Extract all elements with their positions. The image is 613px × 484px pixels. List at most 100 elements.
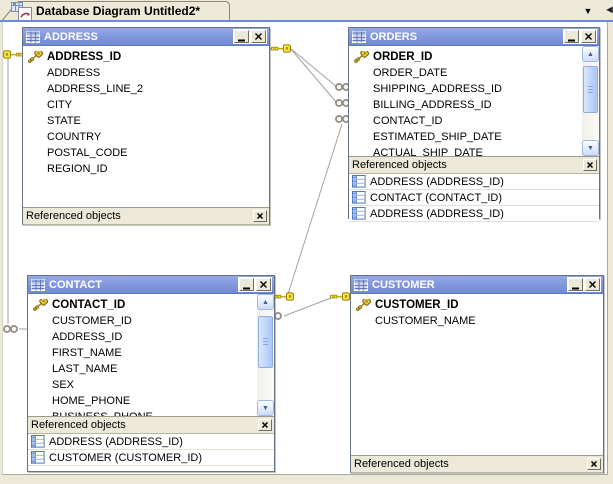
table-icon <box>352 191 366 204</box>
table-icon <box>352 30 366 43</box>
window-title: ORDERS <box>370 30 418 43</box>
minimize-icon <box>572 287 579 290</box>
referenced-objects-bar: Referenced objects <box>23 207 269 225</box>
table-icon <box>352 207 366 220</box>
close-icon <box>255 33 262 40</box>
vertical-scrollbar[interactable]: ▲ ▼ <box>582 46 599 156</box>
close-button[interactable] <box>251 30 266 43</box>
close-icon <box>591 461 597 467</box>
scroll-down-button[interactable]: ▼ <box>257 400 274 416</box>
close-icon <box>585 33 592 40</box>
scroll-up-button[interactable]: ▲ <box>257 294 274 310</box>
table-window-contact: CONTACT CONTACT_ID CUSTOMER_ID ADDRESS_I… <box>27 275 275 472</box>
close-icon <box>257 213 263 219</box>
scrollbar-thumb[interactable] <box>258 316 273 368</box>
titlebar-customer[interactable]: CUSTOMER <box>351 276 603 294</box>
referenced-object-row[interactable]: ADDRESS (ADDRESS_ID) <box>349 206 599 222</box>
table-icon <box>31 278 45 291</box>
field-row[interactable]: SHIPPING_ADDRESS_ID <box>373 83 502 95</box>
close-icon <box>587 162 593 168</box>
table-window-customer: CUSTOMER CUSTOMER_ID CUSTOMER_NAME Refer… <box>350 275 604 473</box>
field-row[interactable]: HOME_PHONE <box>52 395 131 407</box>
tab-list-dropdown-icon[interactable]: ▼ <box>583 6 593 16</box>
field-row[interactable]: ADDRESS_ID <box>23 49 269 65</box>
titlebar-contact[interactable]: CONTACT <box>28 276 274 294</box>
titlebar-address[interactable]: ADDRESS <box>23 28 269 46</box>
field-row[interactable]: ESTIMATED_SHIP_DATE <box>373 131 502 143</box>
referenced-objects-list: ADDRESS (ADDRESS_ID) CONTACT (CONTACT_ID… <box>349 174 599 222</box>
close-referenced-button[interactable] <box>253 210 267 222</box>
minimize-icon <box>243 287 250 290</box>
field-row[interactable]: REGION_ID <box>47 163 108 175</box>
referenced-object-row[interactable]: ADDRESS (ADDRESS_ID) <box>349 174 599 190</box>
field-row[interactable]: CITY <box>47 99 73 111</box>
field-row[interactable]: ADDRESS_ID <box>52 331 123 343</box>
scrollbar-thumb[interactable] <box>583 66 598 113</box>
minimize-button[interactable] <box>564 30 579 43</box>
field-row[interactable]: LAST_NAME <box>52 363 118 375</box>
primary-key-icon <box>28 51 44 63</box>
vertical-scrollbar[interactable]: ▲ ▼ <box>257 294 274 416</box>
referenced-object-row[interactable]: ADDRESS (ADDRESS_ID) <box>28 434 274 450</box>
field-row[interactable]: COUNTRY <box>47 131 102 143</box>
field-row[interactable]: CUSTOMER_ID <box>52 315 132 327</box>
field-row[interactable]: ACTUAL_SHIP_DATE <box>373 147 483 156</box>
referenced-objects-label: Referenced objects <box>26 210 121 222</box>
field-row[interactable]: STATE <box>47 115 81 127</box>
tab-bar: Database Diagram Untitled2* ▼ ◄ <box>0 0 613 23</box>
close-button[interactable] <box>581 30 596 43</box>
scroll-down-icon: ▼ <box>262 404 269 412</box>
window-title: CONTACT <box>49 278 102 291</box>
field-row[interactable]: ORDER_DATE <box>373 67 448 79</box>
field-row[interactable]: ADDRESS_LINE_2 <box>47 83 143 95</box>
field-row[interactable]: POSTAL_CODE <box>47 147 128 159</box>
close-referenced-button[interactable] <box>258 419 272 431</box>
referenced-objects-label: Referenced objects <box>352 159 447 171</box>
referenced-object-row[interactable]: CONTACT (CONTACT_ID) <box>349 190 599 206</box>
table-icon <box>352 175 366 188</box>
close-referenced-button[interactable] <box>583 159 597 171</box>
window-title: ADDRESS <box>44 30 98 43</box>
titlebar-orders[interactable]: ORDERS <box>349 28 599 46</box>
referenced-objects-bar: Referenced objects <box>349 156 599 174</box>
field-row[interactable]: CONTACT_ID <box>28 297 274 313</box>
field-row[interactable]: ADDRESS <box>47 67 101 79</box>
close-icon <box>260 281 267 288</box>
minimize-icon <box>238 39 245 42</box>
table-icon <box>26 30 40 43</box>
primary-key-icon <box>354 51 370 63</box>
close-icon <box>262 422 268 428</box>
close-button[interactable] <box>585 278 600 291</box>
minimize-button[interactable] <box>239 278 254 291</box>
close-button[interactable] <box>256 278 271 291</box>
tab-scroll-icon[interactable]: ◄ <box>604 4 613 16</box>
minimize-button[interactable] <box>234 30 249 43</box>
table-icon <box>31 435 45 448</box>
scroll-down-button[interactable]: ▼ <box>582 140 599 156</box>
field-list: ADDRESS_ID ADDRESS ADDRESS_LINE_2 CITY S… <box>23 46 269 207</box>
field-row[interactable]: SEX <box>52 379 75 391</box>
referenced-objects-label: Referenced objects <box>354 458 449 470</box>
field-row[interactable]: CUSTOMER_NAME <box>375 315 476 327</box>
tab-title[interactable]: Database Diagram Untitled2* <box>36 4 201 18</box>
referenced-objects-label: Referenced objects <box>31 419 126 431</box>
referenced-objects-bar: Referenced objects <box>351 455 603 473</box>
table-window-address: ADDRESS ADDRESS_ID ADDRESS ADDRESS_LINE_… <box>22 27 270 225</box>
field-row[interactable]: FIRST_NAME <box>52 347 122 359</box>
field-row[interactable]: BILLING_ADDRESS_ID <box>373 99 492 111</box>
window-title: CUSTOMER <box>372 278 435 291</box>
field-row[interactable]: BUSINESS_PHONE <box>28 409 274 416</box>
scroll-up-button[interactable]: ▲ <box>582 46 599 62</box>
primary-key-icon <box>356 299 372 311</box>
field-row[interactable]: CUSTOMER_ID <box>351 297 603 313</box>
referenced-objects-list: ADDRESS (ADDRESS_ID) CUSTOMER (CUSTOMER_… <box>28 434 274 471</box>
field-row[interactable]: CONTACT_ID <box>373 115 443 127</box>
scroll-up-icon: ▲ <box>262 298 269 306</box>
field-row[interactable]: ORDER_ID <box>349 49 599 65</box>
referenced-objects-bar: Referenced objects <box>28 416 274 434</box>
primary-key-icon <box>33 299 49 311</box>
referenced-object-row[interactable]: CUSTOMER (CUSTOMER_ID) <box>28 450 274 466</box>
close-icon <box>589 281 596 288</box>
minimize-button[interactable] <box>568 278 583 291</box>
close-referenced-button[interactable] <box>587 458 601 470</box>
